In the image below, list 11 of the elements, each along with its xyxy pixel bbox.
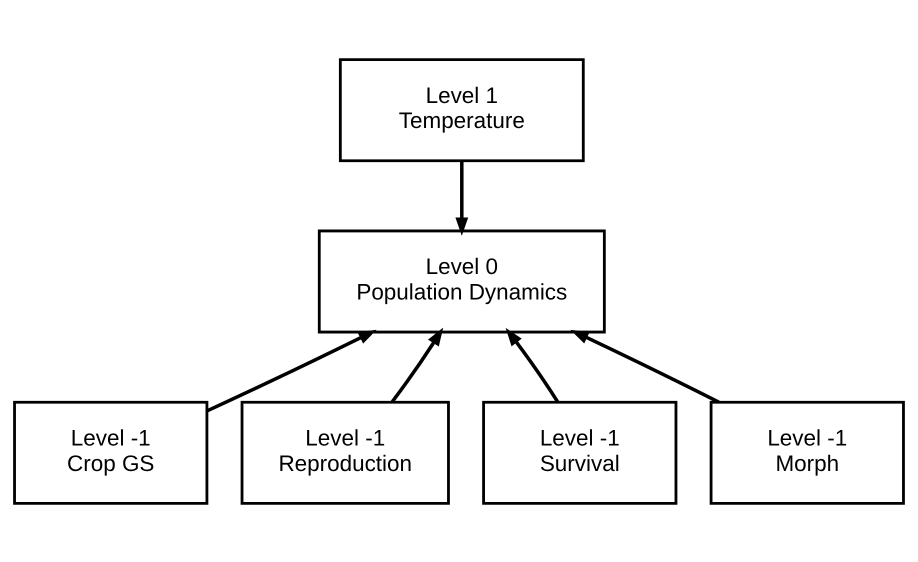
node-box: Level 1 Temperature bbox=[338, 58, 585, 162]
node-box: Level -1 Reproduction bbox=[240, 400, 450, 504]
arrow bbox=[455, 160, 468, 236]
node-box: Level -1 Crop GS bbox=[13, 400, 208, 504]
arrow bbox=[390, 327, 444, 402]
arrow bbox=[206, 329, 377, 412]
node-box: Level -1 Morph bbox=[710, 400, 905, 504]
arrow bbox=[506, 327, 560, 402]
node-box: Level 0 Population Dynamics bbox=[318, 229, 606, 333]
arrow bbox=[570, 329, 720, 404]
node-box: Level -1 Survival bbox=[482, 400, 678, 504]
